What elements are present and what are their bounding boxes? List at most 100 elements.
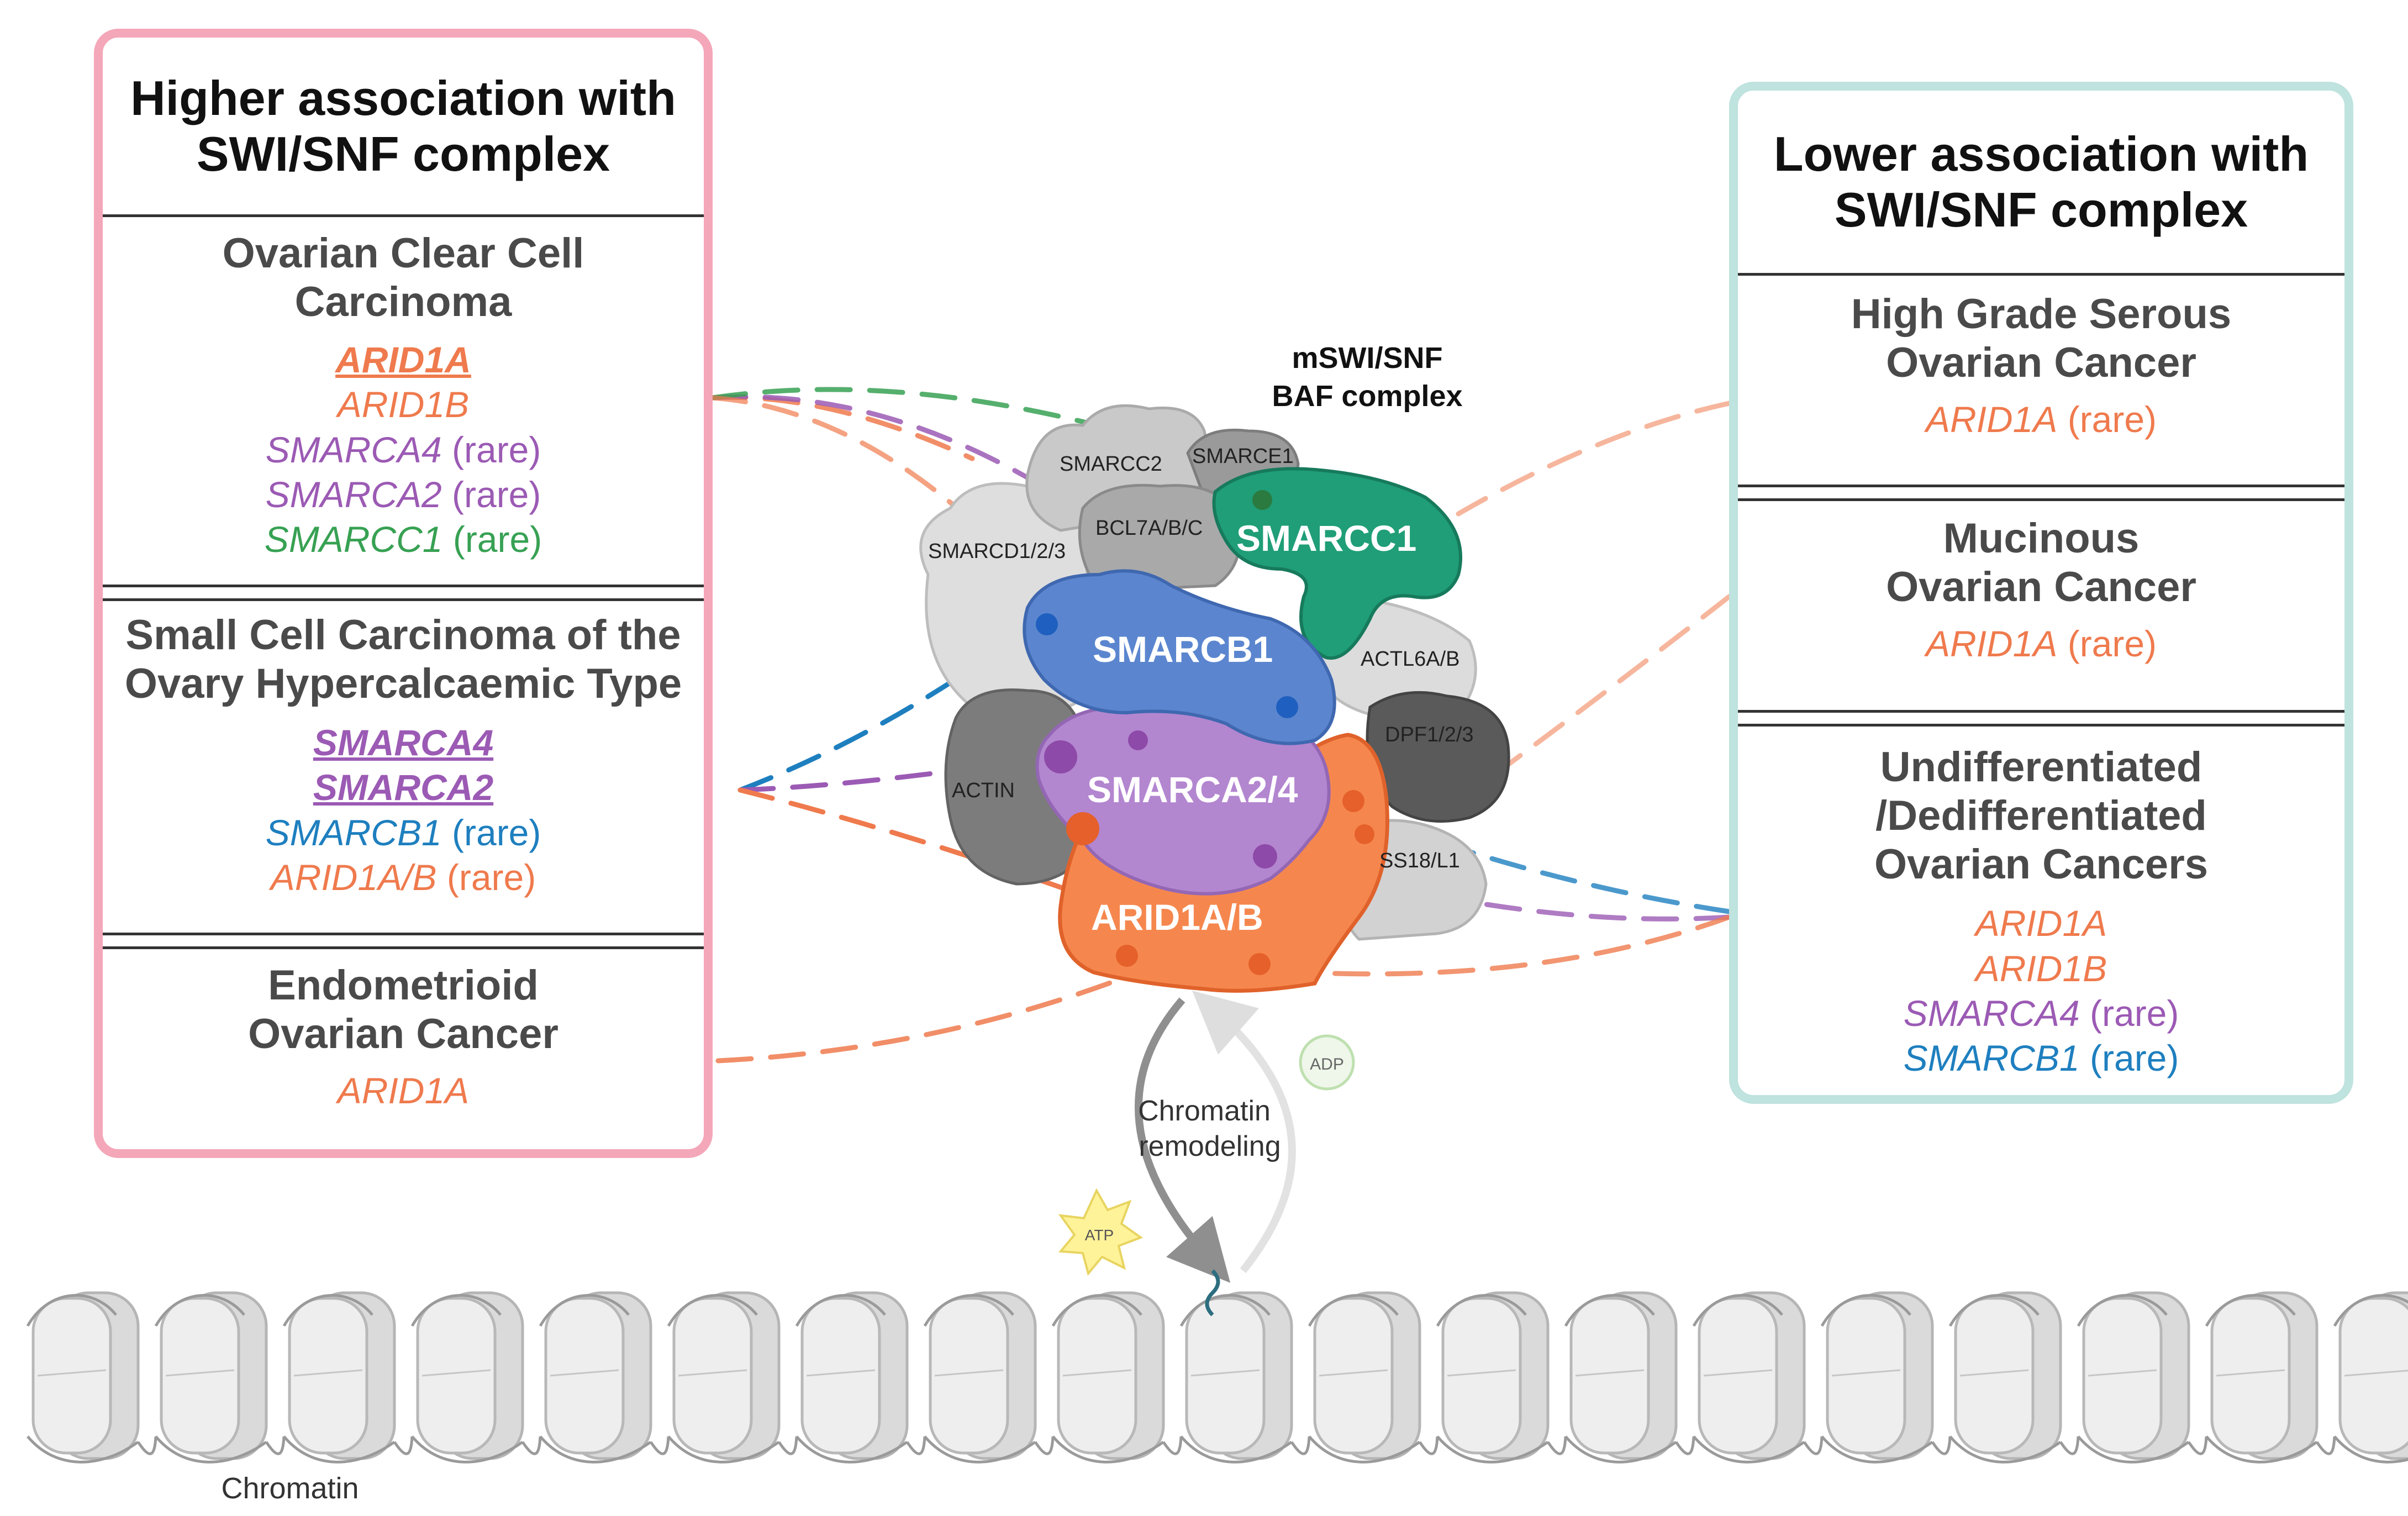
gene-frequency-note: (rare)	[436, 856, 536, 898]
gene-frequency-note: (rare)	[2079, 992, 2179, 1034]
nucleosome	[1436, 1291, 1567, 1464]
gene-name: SMARCC1	[264, 519, 443, 560]
section-divider	[1738, 710, 2344, 727]
gene-entry: SMARCA4 (rare)	[1904, 991, 2179, 1036]
gene-entry: SMARCA2	[266, 765, 541, 810]
nucleosome	[667, 1291, 798, 1464]
clear-cell-title-line1: Ovarian Clear Cell	[222, 230, 584, 277]
nucleosome	[154, 1291, 286, 1464]
nucleosome	[2205, 1291, 2336, 1464]
nucleosome	[282, 1291, 414, 1464]
nucleosome	[1948, 1291, 2080, 1464]
gene-entry: ARID1B	[265, 382, 542, 427]
mucinous-title-line1: Mucinous	[1943, 515, 2140, 562]
nucleosome	[1820, 1291, 1952, 1464]
gene-entry: ARID1A	[1904, 901, 2179, 946]
label-arid1: ARID1A/B	[1091, 897, 1263, 938]
section-endometrioid: Endometrioid Ovarian Cancer ARID1A	[103, 949, 704, 1149]
svg-text:ADP: ADP	[1310, 1055, 1344, 1073]
label-dpf: DPF1/2/3	[1385, 723, 1474, 746]
remodel-label-line1: Chromatin	[1138, 1095, 1271, 1127]
gene-name: ARID1A	[337, 1070, 470, 1112]
section-divider	[103, 933, 704, 949]
smarcb1-shape	[1023, 569, 1336, 745]
mucinous-gene-list: ARID1A (rare)	[1926, 622, 2157, 666]
gene-entry: SMARCA2 (rare)	[265, 472, 542, 517]
label-actin: ACTIN	[952, 779, 1015, 802]
gene-entry: SMARCB1 (rare)	[1904, 1036, 2179, 1081]
section-high-grade-serous: High Grade Serous Ovarian Cancer ARID1A …	[1738, 276, 2344, 485]
label-bcl7: BCL7A/B/C	[1095, 517, 1203, 540]
gene-name: SMARCA4	[1903, 992, 2080, 1034]
nucleosome	[923, 1291, 1055, 1464]
gene-entry: ARID1A (rare)	[1926, 622, 2157, 666]
nucleosome	[1051, 1291, 1183, 1464]
remodel-label-line2: remodeling	[1139, 1130, 1281, 1162]
atp-icon: ATP	[1058, 1188, 1144, 1276]
dna-highlight	[1205, 1269, 1220, 1317]
left-header-line2: SWI/SNF complex	[196, 127, 610, 181]
gene-entry: ARID1A	[338, 1068, 469, 1113]
nucleosome	[410, 1291, 542, 1464]
right-header-line1: Lower association with	[1773, 126, 2309, 181]
gene-frequency-note: (rare)	[2079, 1037, 2179, 1078]
gene-frequency-note: (rare)	[441, 473, 541, 515]
label-smarcc2: SMARCC2	[1060, 452, 1162, 476]
higher-association-panel: Higher association with SWI/SNF complex …	[94, 29, 713, 1158]
gene-name: ARID1A	[1925, 399, 2058, 440]
grey-subunits	[919, 404, 1510, 941]
nucleosome	[1179, 1291, 1311, 1464]
smarcc1-shape	[1212, 467, 1462, 660]
section-divider	[103, 585, 704, 601]
gene-entry: SMARCC1 (rare)	[265, 517, 542, 562]
endometrioid-title-line2: Ovarian Cancer	[248, 1010, 558, 1058]
gene-entry: SMARCA4 (rare)	[265, 428, 542, 472]
label-smarcd: SMARCD1/2/3	[928, 540, 1066, 563]
gene-name: ARID1B	[337, 384, 470, 425]
clear-cell-title-line2: Carcinoma	[294, 278, 512, 326]
gene-entry: ARID1A	[265, 338, 542, 382]
lower-association-panel: Lower association with SWI/SNF complex H…	[1729, 82, 2353, 1104]
gene-name: ARID1A/B	[270, 856, 437, 898]
gene-frequency-note: (rare)	[442, 519, 542, 560]
gene-frequency-note: (rare)	[2057, 623, 2157, 665]
gene-name: ARID1A	[335, 339, 471, 381]
nucleosome	[1692, 1291, 1824, 1464]
label-smarcb1: SMARCB1	[1093, 629, 1273, 670]
undiff-title-line3: Ovarian Cancers	[1874, 841, 2209, 888]
gene-name: SMARCB1	[1903, 1037, 2080, 1078]
label-smarce1: SMARCE1	[1192, 445, 1294, 468]
nucleosome	[2333, 1291, 2408, 1464]
undiff-title-line1: Undifferentiated	[1880, 744, 2202, 791]
gene-frequency-note: (rare)	[2057, 399, 2157, 440]
chromatin-label: Chromatin	[221, 1472, 359, 1505]
endometrioid-title-line1: Endometrioid	[268, 962, 539, 1009]
hgs-title-line1: High Grade Serous	[1851, 291, 2232, 338]
label-actl6: ACTL6A/B	[1361, 648, 1460, 671]
remodel-arrow-down	[1135, 997, 1231, 1283]
endometrioid-gene-list: ARID1A	[338, 1068, 469, 1113]
section-small-cell: Small Cell Carcinoma of the Ovary Hyperc…	[103, 601, 704, 933]
nucleosome	[795, 1291, 926, 1464]
gene-name: SMARCA4	[313, 722, 494, 764]
left-header-line1: Higher association with	[130, 70, 676, 125]
gene-entry: SMARCB1 (rare)	[266, 810, 541, 855]
left-panel-header: Higher association with SWI/SNF complex	[103, 38, 704, 217]
gene-name: SMARCA2	[313, 767, 494, 808]
adp-icon: ADP	[1299, 1034, 1355, 1091]
section-mucinous: Mucinous Ovarian Cancer ARID1A (rare)	[1738, 501, 2344, 710]
hgs-title-line2: Ovarian Cancer	[1886, 339, 2196, 387]
label-smarcc1: SMARCC1	[1236, 518, 1416, 559]
nucleosome	[1308, 1291, 1439, 1464]
undiff-title-line2: /Dedifferentiated	[1875, 792, 2207, 840]
complex-title-line1: mSWI/SNF	[1292, 341, 1442, 375]
gene-entry: SMARCA4	[266, 720, 541, 765]
gene-name: ARID1A	[1925, 623, 2058, 665]
gene-name: ARID1A	[1975, 903, 2107, 944]
section-divider	[1738, 485, 2344, 501]
chromatin-fiber	[26, 1269, 2408, 1464]
